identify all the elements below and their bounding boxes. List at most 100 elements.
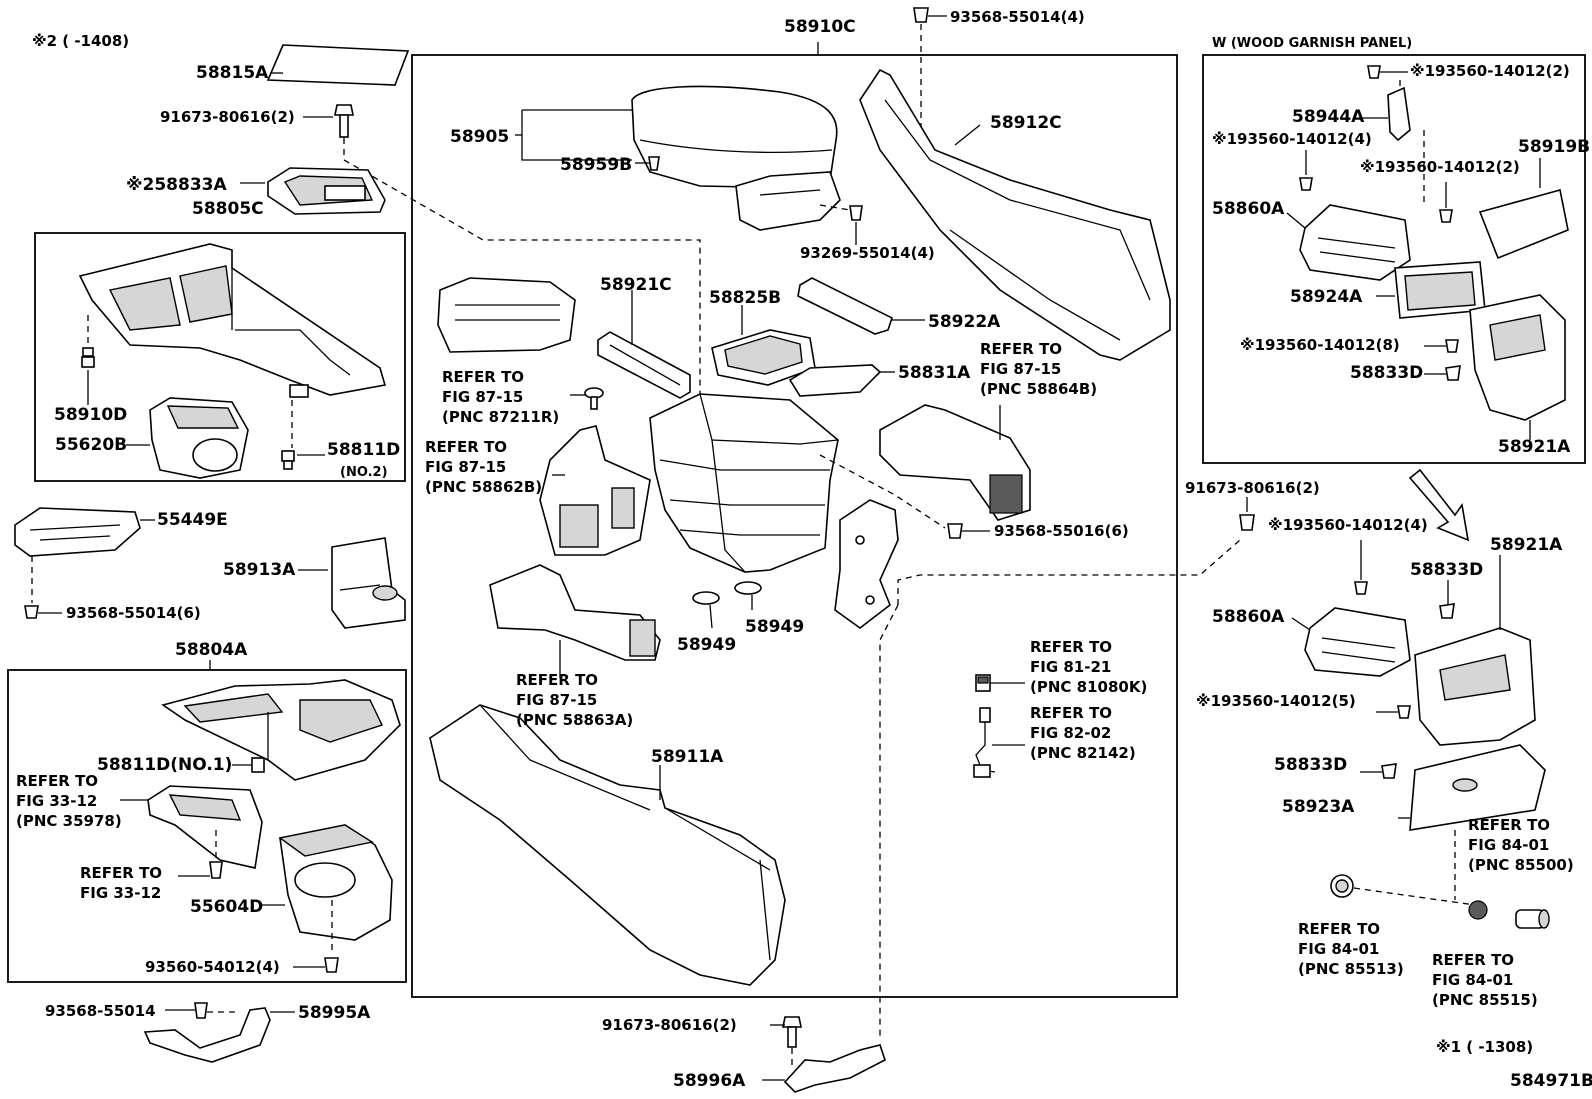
label-58996A: 58996A <box>673 1071 746 1091</box>
bracket-58944A <box>1387 86 1411 142</box>
label-58922A: 58922A <box>928 312 1001 332</box>
screw-r-4 <box>1354 581 1368 595</box>
label-93568-55016: 93568-55016(6) <box>994 522 1129 540</box>
bolt-93568-6 <box>24 605 39 619</box>
clip-r-58833D <box>1439 603 1455 619</box>
console-box-frame <box>649 393 839 573</box>
clip-58959B <box>648 156 660 171</box>
label-58825B: 58825B <box>709 288 781 308</box>
panel-58921A-r <box>1414 627 1536 746</box>
wood-garnish-frame <box>1202 54 1586 464</box>
screw-w-2b <box>1439 209 1453 223</box>
label-91673-top: 91673-80616(2) <box>160 108 295 126</box>
cup-holder-55620B <box>149 397 249 479</box>
socket-85500 <box>1515 909 1550 929</box>
duct-58862B <box>539 425 651 556</box>
switch-bracket-55449E <box>14 507 141 557</box>
refer-33-12-1: REFER TO <box>80 864 162 882</box>
refer-81080-3: (PNC 81080K) <box>1030 678 1147 696</box>
label-91673-right: 91673-80616(2) <box>1185 479 1320 497</box>
refer-82142-2: FIG 82-02 <box>1030 724 1111 742</box>
socket-85513 <box>1330 874 1354 898</box>
clip-58811D-no1 <box>251 757 265 773</box>
bar-58922A <box>797 277 893 335</box>
illustration-number: 584971B <box>1510 1071 1592 1091</box>
refer-35978-2: FIG 33-12 <box>16 792 97 810</box>
label-58833A: ※258833A <box>126 175 227 195</box>
screw-r-5 <box>1397 705 1411 719</box>
refer-82142-1: REFER TO <box>1030 704 1112 722</box>
refer-85513-2: FIG 84-01 <box>1298 940 1379 958</box>
label-55449E: 55449E <box>157 510 228 530</box>
refer-87211-1: REFER TO <box>442 368 524 386</box>
screw-w-4 <box>1299 177 1313 191</box>
vent-58860A-w <box>1299 204 1411 281</box>
refer-81080-1: REFER TO <box>1030 638 1112 656</box>
shift-panel-35978 <box>147 785 263 869</box>
refer-82142-3: (PNC 82142) <box>1030 744 1136 762</box>
screw-93568-55016 <box>947 523 963 539</box>
screw-93269 <box>849 205 863 221</box>
console-base-58804A <box>161 679 401 781</box>
label-w-193560-2b: ※193560-14012(2) <box>1360 158 1520 176</box>
clip-w-58833D <box>1445 365 1461 381</box>
clip-87211R <box>584 387 604 410</box>
refer-33-12-2: FIG 33-12 <box>80 884 161 902</box>
bracket-58995A <box>143 1007 271 1063</box>
refer-58864-1: REFER TO <box>980 340 1062 358</box>
refer-81080-2: FIG 81-21 <box>1030 658 1111 676</box>
socket-85515 <box>1468 900 1488 920</box>
label-93568-4: 93568-55014(4) <box>950 8 1085 26</box>
refer-87211-3: (PNC 87211R) <box>442 408 559 426</box>
label-r-58833D-b: 58833D <box>1274 755 1347 775</box>
label-58921C: 58921C <box>600 275 672 295</box>
label-w-193560-8: ※193560-14012(8) <box>1240 336 1400 354</box>
refer-85513-1: REFER TO <box>1298 920 1380 938</box>
label-93568-bottom: 93568-55014 <box>45 1002 156 1020</box>
box-58805C <box>34 232 406 482</box>
bolt-93568-bottom <box>194 1002 208 1019</box>
label-58910D: 58910D <box>54 405 127 425</box>
panel-58921A-w <box>1469 294 1566 421</box>
label-93269: 93269-55014(4) <box>800 244 935 262</box>
ring-58949-b <box>734 581 762 595</box>
label-r-58921A: 58921A <box>1490 535 1563 555</box>
label-r-193560-4: ※193560-14012(4) <box>1268 516 1428 534</box>
bolt-91673-right <box>1239 514 1255 531</box>
label-r-58833D: 58833D <box>1410 560 1483 580</box>
bracket-58996A <box>783 1044 886 1093</box>
label-w-58924A: 58924A <box>1290 287 1363 307</box>
wood-garnish-title: W (WOOD GARNISH PANEL) <box>1212 36 1412 51</box>
refer-58863-1: REFER TO <box>516 671 598 689</box>
bolt-91673-bottom <box>782 1016 802 1048</box>
label-58805C: 58805C <box>192 199 264 219</box>
side-panel-58912C <box>859 68 1171 361</box>
label-58912C: 58912C <box>990 113 1062 133</box>
screw-w-8 <box>1445 339 1459 353</box>
label-58949a: 58949 <box>745 617 804 637</box>
bracket-58913A <box>331 537 406 629</box>
label-93560-54012: 93560-54012(4) <box>145 958 280 976</box>
refer-58863-2: FIG 87-15 <box>516 691 597 709</box>
note-2: ※2 ( -1408) <box>32 32 129 50</box>
label-w-58860A: 58860A <box>1212 199 1285 219</box>
refer-85515-1: REFER TO <box>1432 951 1514 969</box>
refer-58862-3: (PNC 58862B) <box>425 478 542 496</box>
label-w-58944A: 58944A <box>1292 107 1365 127</box>
bolt-33-12 <box>209 861 223 879</box>
label-r-58923A: 58923A <box>1282 797 1355 817</box>
label-93568-6: 93568-55014(6) <box>66 604 201 622</box>
refer-85513-3: (PNC 85513) <box>1298 960 1404 978</box>
vent-58921C <box>437 277 576 353</box>
refer-58862-1: REFER TO <box>425 438 507 456</box>
duct-58864B <box>879 404 1031 521</box>
label-58959B: 58959B <box>560 155 632 175</box>
clip-58811D <box>281 450 295 470</box>
box-58804A <box>7 669 407 983</box>
tray-58833A <box>267 167 386 215</box>
label-r-193560-5: ※193560-14012(5) <box>1196 692 1356 710</box>
label-58804A: 58804A <box>175 640 248 660</box>
refer-35978-1: REFER TO <box>16 772 98 790</box>
clip-58910D <box>81 347 95 368</box>
